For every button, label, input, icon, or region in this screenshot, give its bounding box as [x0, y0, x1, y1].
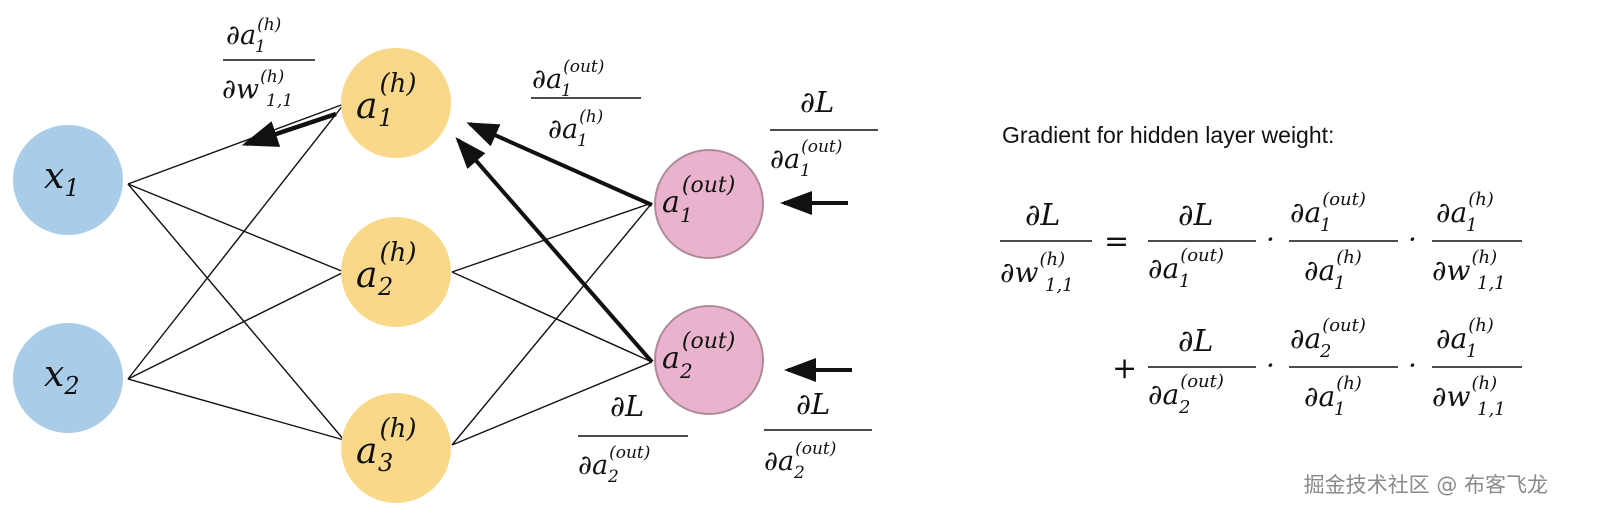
svg-text:∂L: ∂L — [800, 85, 834, 119]
eq-equals: = — [1104, 224, 1129, 259]
watermark: 掘金技术社区 @ 布客飞龙 — [1304, 473, 1548, 497]
svg-text:∂a(out)2: ∂a(out)2 — [764, 439, 836, 483]
edge-x1-h3 — [127, 183, 345, 441]
edge-h3-o2 — [451, 361, 653, 446]
svg-text:∂a(out)1: ∂a(out)1 — [770, 137, 842, 181]
input-layer: x1 x2 — [13, 125, 123, 433]
output-node-2-label: a(out)2 — [662, 329, 735, 383]
svg-text:∂a(out)1: ∂a(out)1 — [1290, 189, 1366, 236]
svg-text:∂a(h)1: ∂a(h)1 — [548, 107, 603, 151]
edge-x2-h2 — [127, 271, 345, 380]
output-node-1 — [654, 149, 764, 259]
edge-x2-h3 — [127, 378, 345, 441]
connections — [127, 103, 653, 446]
arrow-o1-to-h1 — [466, 122, 653, 207]
svg-text:x1: x1 — [44, 156, 80, 202]
hidden-node-1-label: a(h)1 — [356, 69, 417, 132]
svg-text:∂a(h)1: ∂a(h)1 — [226, 15, 281, 57]
hidden-node-3-label: a(h)3 — [356, 414, 417, 477]
eq-term1-dL-da1out: ∂L ∂a(out)1 — [1148, 198, 1256, 292]
svg-text:∂w(h)1,1: ∂w(h)1,1 — [1000, 249, 1074, 296]
svg-text:∂a(h)1: ∂a(h)1 — [1304, 373, 1362, 420]
equation: ∂L ∂w(h)1,1 = ∂L ∂a(out)1 · ∂a(out)1 ∂a(… — [1000, 189, 1522, 420]
edge-x2-h1 — [127, 103, 345, 380]
svg-text:∂a(h)1: ∂a(h)1 — [1304, 247, 1362, 294]
hidden-node-2 — [341, 217, 451, 327]
eq-plus: + — [1112, 351, 1137, 386]
svg-text:∂L: ∂L — [1025, 198, 1060, 233]
edge-x1-h1 — [127, 103, 345, 185]
svg-text:∂w(h)1,1: ∂w(h)1,1 — [222, 67, 293, 111]
edge-h2-o2 — [451, 271, 653, 363]
svg-text:∂a(h)1: ∂a(h)1 — [1436, 189, 1494, 236]
output-node-1-label: a(out)1 — [662, 173, 735, 227]
svg-text:∂L: ∂L — [610, 389, 644, 423]
output-layer: a(out)1 a(out)2 — [654, 149, 764, 415]
node-x1-base: x — [44, 156, 64, 197]
eq-term1-da1h-dw11: ∂a(h)1 ∂w(h)1,1 — [1432, 189, 1522, 294]
input-node-x2 — [13, 323, 123, 433]
eq-term2-da1h-dw11: ∂a(h)1 ∂w(h)1,1 — [1432, 315, 1522, 420]
svg-text:∂w(h)1,1: ∂w(h)1,1 — [1432, 373, 1506, 420]
arrow-o2-to-h1 — [455, 136, 654, 364]
frac-da1h-dw11: ∂a(h)1 ∂w(h)1,1 — [222, 15, 315, 111]
svg-text:∂a(out)2: ∂a(out)2 — [1148, 371, 1224, 418]
svg-text:∂L: ∂L — [1178, 198, 1213, 233]
edge-h3-o1 — [451, 202, 653, 446]
eq-dot-2: · — [1408, 223, 1417, 256]
svg-text:∂a(h)1: ∂a(h)1 — [1436, 315, 1494, 362]
eq-dot-3: · — [1266, 349, 1275, 382]
edge-h2-o1 — [451, 202, 653, 273]
frac-dL-da2out-right: ∂L ∂a(out)2 — [764, 387, 872, 483]
svg-text:∂w(h)1,1: ∂w(h)1,1 — [1432, 247, 1506, 294]
frac-da1out-da1h: ∂a(out)1 ∂a(h)1 — [531, 57, 641, 151]
eq-term2-dL-da2out: ∂L ∂a(out)2 — [1148, 324, 1256, 418]
svg-text:∂a(out)1: ∂a(out)1 — [532, 57, 604, 101]
arrow-h1-to-w11 — [241, 111, 337, 147]
svg-text:∂L: ∂L — [1178, 324, 1213, 359]
hidden-layer: a(h)1 a(h)2 a(h)3 — [341, 48, 451, 503]
hidden-node-3 — [341, 393, 451, 503]
eq-lhs: ∂L ∂w(h)1,1 — [1000, 198, 1092, 296]
output-node-2 — [654, 305, 764, 415]
frac-dL-da2out-mid: ∂L ∂a(out)2 — [578, 389, 688, 487]
equation-title: Gradient for hidden layer weight: — [1002, 122, 1334, 148]
svg-text:∂a(out)1: ∂a(out)1 — [1148, 245, 1224, 292]
gradient-arrows — [241, 111, 852, 382]
eq-dot-1: · — [1266, 223, 1275, 256]
svg-text:∂L: ∂L — [796, 387, 830, 421]
eq-term1-da1out-da1h: ∂a(out)1 ∂a(h)1 — [1289, 189, 1398, 294]
hidden-node-1 — [341, 48, 451, 158]
svg-text:∂a(out)2: ∂a(out)2 — [578, 443, 650, 487]
svg-text:x2: x2 — [44, 354, 80, 400]
node-x2-base: x — [44, 354, 64, 395]
frac-dL-da1out: ∂L ∂a(out)1 — [770, 85, 878, 181]
edge-x1-h2 — [127, 183, 345, 273]
eq-term2-da2out-da1h: ∂a(out)2 ∂a(h)1 — [1289, 315, 1398, 420]
hidden-node-2-label: a(h)2 — [356, 238, 417, 301]
eq-dot-4: · — [1408, 349, 1417, 382]
svg-text:∂a(out)2: ∂a(out)2 — [1290, 315, 1366, 362]
input-node-x1 — [13, 125, 123, 235]
